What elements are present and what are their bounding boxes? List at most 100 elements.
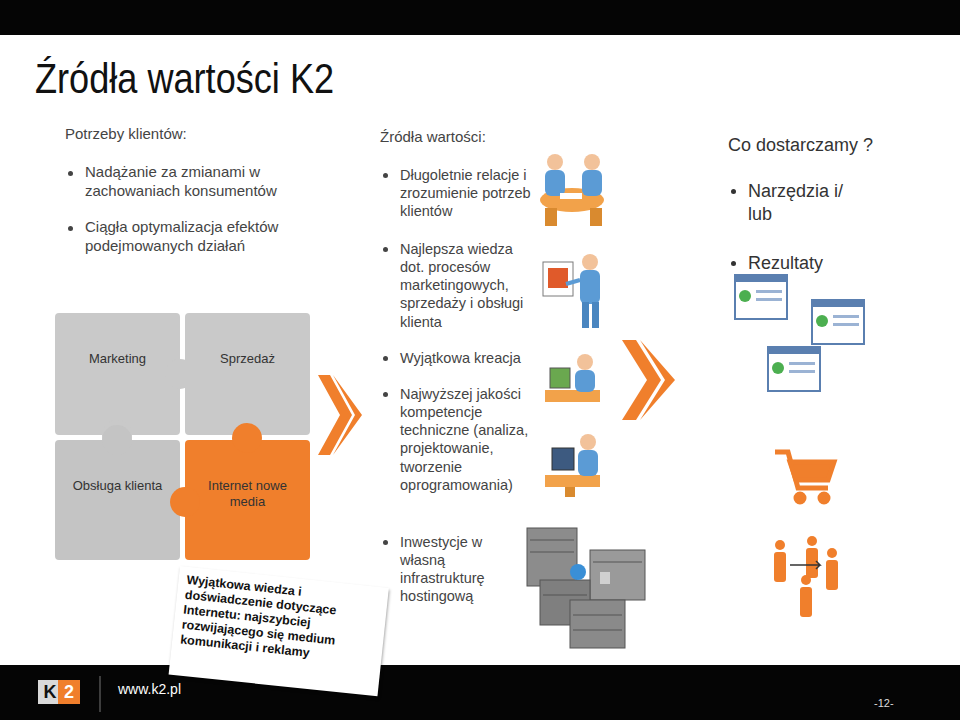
column-heading: Źródła wartości: xyxy=(380,128,540,147)
bullet-text: Narzędzia i/ lub xyxy=(748,180,868,225)
body xyxy=(826,560,838,590)
slide-title: Źródła wartości K2 xyxy=(35,58,334,100)
label-text: Wyjątkowa kreacja xyxy=(400,350,521,366)
piece-body xyxy=(55,313,180,435)
slot xyxy=(543,595,587,596)
label-text: Potrzeby klientów: xyxy=(65,125,187,142)
bullet-dot xyxy=(731,261,736,266)
server xyxy=(590,550,645,600)
bullet-text: Rezultaty xyxy=(748,252,898,275)
puzzle-piece: Internet nowe media xyxy=(185,440,310,560)
body xyxy=(580,270,600,304)
piece-knob xyxy=(232,423,262,453)
window xyxy=(812,300,864,344)
piece-body xyxy=(185,440,310,560)
chair xyxy=(590,208,602,226)
bullet-text: Ciągła optymalizacja efektów podejmowany… xyxy=(85,218,305,256)
label-text: Źródła wartości: xyxy=(380,128,486,145)
head xyxy=(807,536,817,546)
footer-url: www.k2.pl xyxy=(118,681,238,699)
leg xyxy=(592,302,599,328)
window xyxy=(768,347,820,391)
label-text: Długoletnie relacje i zrozumienie potrze… xyxy=(400,167,531,219)
column-heading: Co dostarczamy ? xyxy=(728,134,938,157)
piece-body xyxy=(185,313,310,435)
label-text: Narzędzia i/ lub xyxy=(748,181,843,224)
logo-letter: K xyxy=(43,681,57,704)
column-heading: Potrzeby klientów: xyxy=(65,125,305,144)
body xyxy=(545,170,565,196)
body xyxy=(578,450,598,476)
chair xyxy=(545,208,557,226)
presenter-icon xyxy=(543,254,600,328)
chevron xyxy=(333,375,362,455)
piece-outline xyxy=(55,440,180,560)
logo-box xyxy=(58,680,80,704)
text-line xyxy=(789,370,815,373)
desk xyxy=(545,475,600,487)
label-text: Ciągła optymalizacja efektów podejmowany… xyxy=(85,218,278,254)
head xyxy=(580,434,596,450)
bullet-dot xyxy=(68,226,73,231)
piece-label: Marketing xyxy=(63,351,172,367)
titlebar xyxy=(812,300,864,307)
body xyxy=(774,552,786,582)
webpage-icon xyxy=(768,347,820,391)
label-text: Najwyższej jakości kompetencje techniczn… xyxy=(400,386,528,493)
people-icon xyxy=(774,536,838,617)
bullet-dot xyxy=(383,247,388,252)
piece-label: Sprzedaż xyxy=(193,351,302,367)
bullet-text: Inwestycje w własną infrastrukturę hosti… xyxy=(400,533,520,606)
cart-basket xyxy=(790,462,834,480)
label-text: Najlepsza wiedza dot. procesów marketing… xyxy=(400,241,523,330)
paper xyxy=(560,193,582,199)
leg xyxy=(582,302,589,328)
bullet-text: Nadążanie za zmianami w zachowaniach kon… xyxy=(85,163,305,201)
text-line xyxy=(833,323,859,326)
server xyxy=(527,528,577,586)
text-line xyxy=(756,298,782,301)
bullet-text: Wyjątkowa kreacja xyxy=(400,349,540,367)
head xyxy=(775,540,785,550)
board xyxy=(543,262,573,296)
globe xyxy=(816,315,828,327)
server-icon xyxy=(527,528,645,648)
server xyxy=(570,600,625,648)
head xyxy=(827,548,837,558)
desk xyxy=(545,390,600,402)
logo-letter: 2 xyxy=(62,681,76,704)
computer-icon xyxy=(545,434,600,497)
bullet-text: Najlepsza wiedza dot. procesów marketing… xyxy=(400,240,540,331)
body xyxy=(582,170,602,196)
chevron xyxy=(622,340,661,420)
body xyxy=(800,587,812,617)
window xyxy=(735,275,787,319)
label-text: K xyxy=(44,682,57,702)
bullet-dot xyxy=(383,392,388,397)
head xyxy=(577,354,593,370)
piece-outline xyxy=(185,313,310,435)
piece-outline xyxy=(55,313,180,435)
globe xyxy=(739,290,751,302)
top-band xyxy=(0,0,960,35)
wheel xyxy=(820,494,828,502)
footer-band xyxy=(0,665,960,720)
piece-knob xyxy=(102,425,132,455)
slot xyxy=(573,615,622,616)
slot xyxy=(573,630,622,631)
text-line xyxy=(789,362,815,365)
wheel xyxy=(796,494,804,502)
body xyxy=(806,548,818,578)
webpage-icon xyxy=(735,275,787,319)
label-text: -12- xyxy=(874,697,894,709)
head xyxy=(547,154,563,170)
puzzle-piece: Sprzedaż xyxy=(185,313,310,435)
bullet-dot xyxy=(731,189,736,194)
chevron xyxy=(318,375,352,455)
chart xyxy=(548,268,568,288)
head xyxy=(582,254,598,270)
piece-label: Internet nowe media xyxy=(193,478,302,509)
label-text: 2 xyxy=(64,682,74,702)
slot xyxy=(593,562,642,563)
monitor xyxy=(552,448,574,470)
